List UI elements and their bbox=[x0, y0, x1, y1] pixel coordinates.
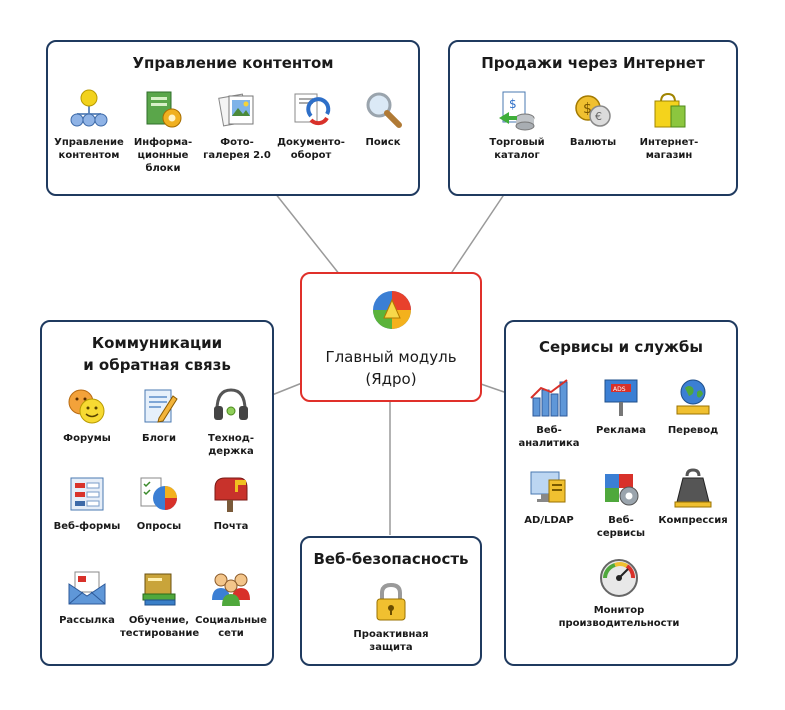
connector-services bbox=[477, 382, 508, 394]
catalog-icon: $ bbox=[499, 91, 535, 131]
connector-content bbox=[274, 192, 341, 276]
internet-sales-box: Продажи через Интернет $ Торговый катало… bbox=[448, 40, 738, 196]
globe-book-icon bbox=[676, 379, 710, 415]
shopping-bag-icon bbox=[654, 92, 686, 128]
catalog-item[interactable]: $ Торговый каталог bbox=[478, 88, 556, 162]
content-management-box: Управление контентом Управление контенто… bbox=[46, 40, 420, 196]
catalog-label: Торговый каталог bbox=[489, 137, 545, 161]
connector-sales bbox=[449, 192, 506, 276]
smiley-faces-icon bbox=[68, 389, 105, 424]
poll-chart-icon bbox=[140, 477, 177, 510]
core-logo-icon bbox=[373, 291, 411, 329]
svg-text:$: $ bbox=[583, 101, 592, 117]
services-box: Сервисы и службы Веб- аналитика ADS Рекл… bbox=[504, 320, 738, 666]
online-store-label: Интернет- магазин bbox=[639, 137, 699, 161]
proactive-protection-item[interactable]: Проактивная защита bbox=[352, 580, 430, 654]
people-group-icon bbox=[212, 573, 250, 606]
translation-label: Перевод bbox=[667, 425, 719, 436]
web-security-box: Веб-безопасность Проактивная защита bbox=[300, 536, 482, 666]
books-icon bbox=[142, 573, 176, 606]
polls-item[interactable]: Опросы bbox=[120, 472, 198, 533]
communications-title: Коммуникации и обратная связь bbox=[83, 334, 231, 374]
search-label: Поиск bbox=[365, 137, 401, 148]
padlock-icon bbox=[376, 582, 406, 621]
advertising-item[interactable]: ADS Реклама bbox=[582, 376, 660, 437]
performance-monitor-label: Монитор производительности bbox=[558, 605, 680, 629]
services-title: Сервисы и службы bbox=[539, 338, 703, 356]
ad-ldap-label: AD/LDAP bbox=[524, 515, 574, 526]
coins-icon: $ € bbox=[575, 95, 611, 127]
online-store-item[interactable]: Интернет- магазин bbox=[630, 88, 708, 162]
photo-gallery-icon bbox=[218, 93, 254, 127]
web-services-item[interactable]: Веб- сервисы bbox=[582, 466, 660, 540]
core-module-box: Главный модуль (Ядро) bbox=[300, 272, 482, 402]
tech-support-label: Технод- держка bbox=[207, 433, 255, 457]
weight-icon bbox=[674, 468, 712, 508]
currencies-item[interactable]: $ € Валюты bbox=[554, 88, 632, 149]
proactive-protection-label: Проактивная защита bbox=[353, 629, 429, 653]
tech-support-item[interactable]: Технод- держка bbox=[192, 384, 270, 458]
ads-billboard-icon: ADS bbox=[604, 379, 638, 416]
envelope-icon bbox=[68, 571, 106, 605]
gauge-icon bbox=[600, 559, 638, 597]
photo-gallery-label: Фото- галерея 2.0 bbox=[203, 137, 271, 161]
web-analytics-item[interactable]: Веб- аналитика bbox=[510, 376, 588, 450]
performance-monitor-item[interactable]: Монитор производительности bbox=[554, 556, 684, 630]
svg-text:$: $ bbox=[509, 97, 517, 111]
compression-item[interactable]: Компрессия bbox=[654, 466, 732, 527]
content-management-label: Управление контентом bbox=[54, 137, 124, 161]
communications-box: Коммуникации и обратная связь Форумы Бло… bbox=[40, 320, 274, 666]
search-item[interactable]: Поиск bbox=[344, 88, 422, 149]
document-flow-label: Документо- оборот bbox=[277, 137, 345, 161]
social-networks-label: Социальные сети bbox=[195, 615, 267, 639]
blog-pencil-icon bbox=[144, 389, 178, 423]
web-security-title: Веб-безопасность bbox=[313, 550, 469, 568]
compression-label: Компрессия bbox=[658, 515, 728, 526]
mail-item[interactable]: Почта bbox=[192, 472, 270, 533]
learning-label: Обучение, тестирование bbox=[120, 615, 200, 639]
core-module-title: Главный модуль (Ядро) bbox=[325, 348, 457, 388]
forums-item[interactable]: Форумы bbox=[48, 384, 126, 445]
blogs-item[interactable]: Блоги bbox=[120, 384, 198, 445]
ad-ldap-item[interactable]: AD/LDAP bbox=[510, 466, 588, 527]
bar-chart-icon bbox=[530, 379, 568, 417]
social-networks-item[interactable]: Социальные сети bbox=[192, 566, 270, 640]
content-management-title: Управление контентом bbox=[132, 54, 334, 72]
monitor-directory-icon bbox=[530, 471, 566, 503]
web-analytics-label: Веб- аналитика bbox=[518, 425, 580, 449]
mailing-label: Рассылка bbox=[59, 615, 115, 626]
learning-item[interactable]: Обучение, тестирование bbox=[120, 566, 200, 640]
translation-item[interactable]: Перевод bbox=[654, 376, 732, 437]
content-management-item[interactable]: Управление контентом bbox=[50, 88, 128, 162]
svg-text:ADS: ADS bbox=[613, 386, 626, 393]
info-blocks-icon bbox=[146, 91, 182, 128]
headset-icon bbox=[214, 388, 248, 420]
blogs-label: Блоги bbox=[141, 433, 177, 444]
web-services-label: Веб- сервисы bbox=[596, 515, 646, 539]
info-blocks-item[interactable]: Информа- ционные блоки bbox=[124, 88, 202, 175]
polls-label: Опросы bbox=[136, 521, 182, 532]
internet-sales-title: Продажи через Интернет bbox=[481, 54, 705, 72]
mail-label: Почта bbox=[213, 521, 249, 532]
web-services-icon bbox=[605, 474, 639, 506]
web-forms-label: Веб-формы bbox=[53, 521, 121, 532]
document-flow-item[interactable]: Документо- оборот bbox=[272, 88, 350, 162]
magnifier-icon bbox=[366, 92, 402, 128]
svg-text:€: € bbox=[595, 110, 602, 123]
document-flow-icon bbox=[294, 93, 331, 126]
mailbox-icon bbox=[214, 477, 248, 512]
org-chart-icon bbox=[70, 89, 108, 127]
advertising-label: Реклама bbox=[596, 425, 646, 436]
web-forms-item[interactable]: Веб-формы bbox=[48, 472, 126, 533]
currencies-label: Валюты bbox=[569, 137, 617, 148]
photo-gallery-item[interactable]: Фото- галерея 2.0 bbox=[198, 88, 276, 162]
connector-communications bbox=[271, 382, 303, 396]
info-blocks-label: Информа- ционные блоки bbox=[133, 137, 193, 174]
forums-label: Форумы bbox=[63, 433, 111, 444]
web-form-icon bbox=[70, 477, 104, 511]
mailing-item[interactable]: Рассылка bbox=[48, 566, 126, 627]
